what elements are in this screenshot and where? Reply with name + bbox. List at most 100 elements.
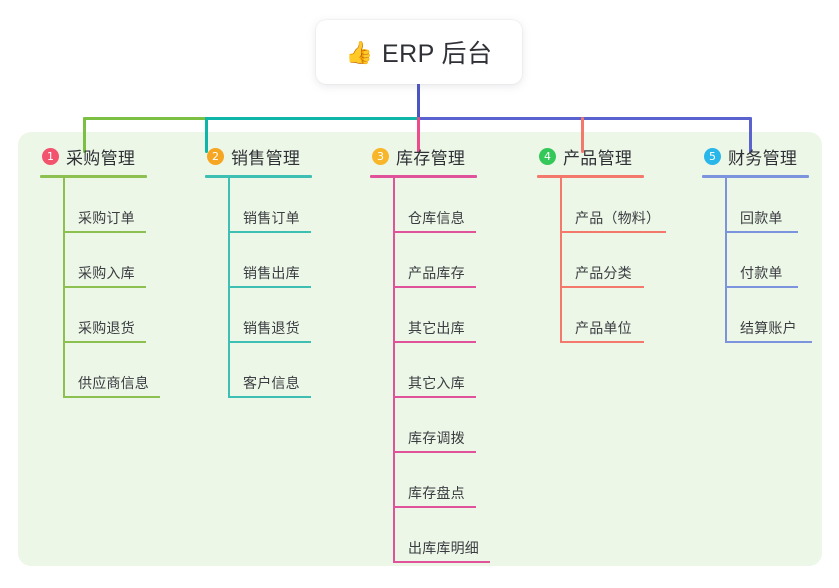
leaf-label: 销售出库 (243, 265, 300, 281)
leaf-underline (394, 561, 490, 563)
leaf-underline (394, 451, 476, 453)
leaf-label: 产品库存 (408, 265, 465, 281)
branch-underline-5 (702, 175, 809, 178)
list-item[interactable]: 库存盘点 (394, 453, 530, 508)
leaf-label: 产品分类 (575, 265, 632, 281)
branch-underline-1 (40, 175, 147, 178)
list-item[interactable]: 销售订单 (229, 178, 355, 233)
leaf-underline (394, 286, 476, 288)
branch-header-3[interactable]: 3 库存管理 (370, 143, 530, 169)
list-item[interactable]: 产品分类 (561, 233, 707, 288)
leaf-underline (561, 286, 644, 288)
branch-column-purchasing: 1 采购管理 采购订单 采购入库 采购退货 供应商信息 (40, 143, 190, 398)
branch-spine-5 (725, 178, 727, 343)
leaf-underline (64, 396, 160, 398)
leaf-underline (394, 231, 476, 233)
leaf-label: 采购入库 (78, 265, 135, 281)
list-item[interactable]: 客户信息 (229, 343, 355, 398)
leaf-label: 库存调拨 (408, 430, 465, 446)
list-item[interactable]: 产品（物料） (561, 178, 707, 233)
list-item[interactable]: 结算账户 (726, 288, 839, 343)
drop-line-branch-5 (749, 117, 752, 153)
branch-title-4: 产品管理 (563, 148, 633, 168)
list-item[interactable]: 销售退货 (229, 288, 355, 343)
leaf-label: 采购订单 (78, 210, 135, 226)
branch-leaf-list-3: 仓库信息 产品库存 其它出库 其它入库 库存调拨 库存盘点 (370, 178, 530, 563)
leaf-underline (394, 506, 476, 508)
branch-leaf-list-2: 销售订单 销售出库 销售退货 客户信息 (205, 178, 355, 398)
thumbs-up-icon: 👍 (345, 40, 374, 65)
branch-column-sales: 2 销售管理 销售订单 销售出库 销售退货 客户信息 (205, 143, 355, 398)
list-item[interactable]: 销售出库 (229, 233, 355, 288)
list-item[interactable]: 付款单 (726, 233, 839, 288)
leaf-label: 库存盘点 (408, 485, 465, 501)
list-item[interactable]: 采购订单 (64, 178, 190, 233)
list-item[interactable]: 采购退货 (64, 288, 190, 343)
bus-segment-middle (205, 117, 418, 120)
list-item[interactable]: 采购入库 (64, 233, 190, 288)
branch-header-5[interactable]: 5 财务管理 (702, 143, 839, 169)
leaf-label: 付款单 (740, 265, 783, 281)
leaf-underline (64, 341, 146, 343)
branch-underline-4 (537, 175, 644, 178)
branch-header-1[interactable]: 1 采购管理 (40, 143, 190, 169)
leaf-label: 其它出库 (408, 320, 465, 336)
branch-header-4[interactable]: 4 产品管理 (537, 143, 707, 169)
branch-header-2[interactable]: 2 销售管理 (205, 143, 355, 169)
leaf-label: 结算账户 (740, 320, 797, 336)
branch-badge-5: 5 (704, 147, 721, 165)
drop-line-branch-2 (205, 117, 208, 153)
branch-title-2: 销售管理 (231, 148, 301, 168)
list-item[interactable]: 供应商信息 (64, 343, 190, 398)
list-item[interactable]: 产品库存 (394, 233, 530, 288)
leaf-underline (229, 231, 311, 233)
branch-badge-4: 4 (539, 147, 556, 165)
branch-leaf-list-4: 产品（物料） 产品分类 产品单位 (537, 178, 707, 343)
leaf-underline (726, 341, 812, 343)
branch-leaf-list-1: 采购订单 采购入库 采购退货 供应商信息 (40, 178, 190, 398)
root-node[interactable]: 👍 ERP 后台 (316, 20, 522, 84)
leaf-underline (561, 231, 666, 233)
leaf-label: 仓库信息 (408, 210, 465, 226)
list-item[interactable]: 产品单位 (561, 288, 707, 343)
leaf-label: 其它入库 (408, 375, 465, 391)
branch-underline-3 (370, 175, 477, 178)
branch-title-5: 财务管理 (728, 148, 798, 168)
leaf-underline (394, 396, 476, 398)
leaf-label: 供应商信息 (78, 375, 149, 391)
list-item[interactable]: 库存调拨 (394, 398, 530, 453)
branch-spine-2 (228, 178, 230, 398)
leaf-underline (229, 286, 311, 288)
page-title: ERP 后台 (382, 40, 493, 68)
branch-leaf-list-5: 回款单 付款单 结算账户 (702, 178, 839, 343)
leaf-label: 产品（物料） (575, 210, 661, 226)
leaf-underline (726, 231, 798, 233)
leaf-underline (394, 341, 476, 343)
list-item[interactable]: 其它入库 (394, 343, 530, 398)
branch-badge-1: 1 (42, 147, 59, 165)
branch-column-inventory: 3 库存管理 仓库信息 产品库存 其它出库 其它入库 库存调拨 (370, 143, 530, 563)
list-item[interactable]: 出库库明细 (394, 508, 530, 563)
leaf-underline (229, 341, 311, 343)
leaf-underline (64, 231, 146, 233)
leaf-label: 客户信息 (243, 375, 300, 391)
root-stem-line (417, 84, 420, 120)
leaf-underline (561, 341, 644, 343)
branches-panel (18, 132, 822, 566)
leaf-underline (726, 286, 798, 288)
leaf-label: 出库库明细 (408, 540, 479, 556)
branch-badge-3: 3 (372, 147, 389, 165)
leaf-label: 回款单 (740, 210, 783, 226)
list-item[interactable]: 回款单 (726, 178, 839, 233)
bus-segment-right (418, 117, 752, 120)
leaf-label: 产品单位 (575, 320, 632, 336)
leaf-label: 销售订单 (243, 210, 300, 226)
bus-segment-left (83, 117, 205, 120)
list-item[interactable]: 仓库信息 (394, 178, 530, 233)
branch-spine-1 (63, 178, 65, 398)
list-item[interactable]: 其它出库 (394, 288, 530, 343)
branch-underline-2 (205, 175, 312, 178)
branch-column-finance: 5 财务管理 回款单 付款单 结算账户 (702, 143, 839, 343)
leaf-underline (64, 286, 146, 288)
